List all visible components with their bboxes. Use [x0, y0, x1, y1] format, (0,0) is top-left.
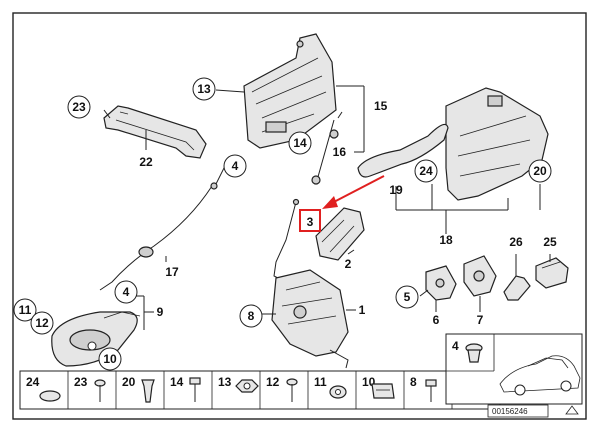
part-13-bracket	[243, 33, 337, 149]
part-12-inner-handle	[51, 311, 138, 367]
part-1-lock	[271, 269, 349, 369]
strip-label-13: 13	[218, 375, 232, 389]
callout-2: 2	[345, 257, 352, 271]
callout-11: 11	[19, 303, 32, 317]
part-22-carrier	[103, 105, 207, 159]
nut-11-shape	[329, 385, 347, 399]
highlight-arrow	[299, 175, 385, 232]
callout-16: 16	[333, 145, 347, 159]
strip-label-24: 24	[26, 375, 40, 389]
callout-4-top: 4	[232, 159, 239, 173]
nut-13-shape	[235, 379, 259, 393]
hardware-strip: 24 23 20 14 13 12 11 10 8 5	[19, 370, 501, 410]
callout-19: 19	[389, 183, 403, 197]
bolt-14-shape	[189, 377, 201, 402]
part-2-actuator	[315, 207, 365, 261]
part-4-grommet	[465, 343, 483, 363]
corner-car-box: 4	[445, 333, 583, 405]
callout-4-left: 4	[123, 285, 130, 299]
callout-7: 7	[477, 313, 484, 327]
callouts: 13 23 15 14 16 22 4 24 20 19 3 18 26 25 …	[13, 77, 557, 371]
callout-1: 1	[359, 303, 366, 317]
callout-8: 8	[248, 309, 255, 323]
corner-label-4: 4	[452, 339, 459, 353]
callout-25: 25	[543, 235, 557, 249]
callout-22: 22	[139, 155, 153, 169]
strip-label-11: 11	[314, 375, 327, 389]
callout-9: 9	[157, 305, 164, 319]
part-19-gasket	[357, 123, 449, 178]
part-16-rod	[311, 111, 343, 185]
part-6-clip	[425, 265, 457, 301]
code-box	[487, 404, 549, 418]
strip-label-23: 23	[74, 375, 88, 389]
strip-label-8: 8	[410, 375, 417, 389]
callout-6: 6	[433, 313, 440, 327]
callout-15: 15	[374, 99, 388, 113]
screw-8-shape	[425, 379, 437, 402]
callout-12: 12	[35, 316, 49, 330]
clip-10-shape	[371, 383, 395, 399]
callout-14: 14	[293, 136, 307, 150]
callout-10: 10	[103, 352, 117, 366]
callout-17: 17	[165, 265, 179, 279]
screw-23-shape	[94, 379, 106, 402]
callout-23: 23	[72, 100, 86, 114]
callout-5: 5	[404, 290, 411, 304]
washer-24-shape	[39, 390, 61, 402]
part-9-link	[103, 311, 141, 319]
part-7-bearing	[463, 255, 497, 297]
screw-12-shape	[286, 378, 298, 402]
part-25-connector	[535, 257, 569, 289]
callout-26: 26	[509, 235, 523, 249]
strip-label-14: 14	[170, 375, 184, 389]
strip-label-12: 12	[266, 375, 280, 389]
clip-20-shape	[141, 379, 155, 403]
part-17-cable	[99, 182, 218, 291]
callout-3-highlighted: 3	[307, 215, 314, 229]
car-silhouette	[499, 355, 581, 396]
diagram-code: 00156246	[492, 407, 528, 416]
callout-18: 18	[439, 233, 453, 247]
callout-20: 20	[533, 164, 547, 178]
leader-lines	[103, 85, 551, 330]
callout-24: 24	[419, 164, 433, 178]
strip-label-20: 20	[122, 375, 136, 389]
callout-13: 13	[197, 82, 211, 96]
warning-triangle-icon	[565, 405, 579, 415]
